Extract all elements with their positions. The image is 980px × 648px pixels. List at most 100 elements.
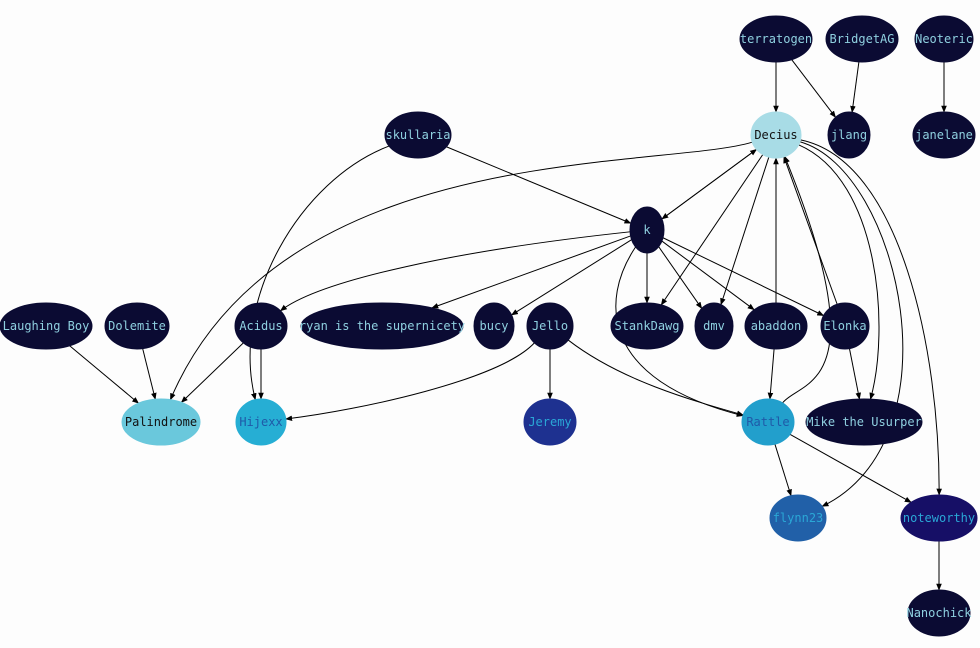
node-shape: [526, 302, 574, 350]
edge-Rattle-to-noteworthy: [789, 433, 912, 503]
node-Neoteric[interactable]: Neoteric: [914, 15, 974, 63]
node-Hijexx[interactable]: Hijexx: [235, 398, 287, 446]
node-label: jlang: [831, 128, 867, 142]
edge-line: [169, 141, 753, 401]
node-shape: [473, 302, 515, 350]
edge-line: [767, 348, 775, 400]
node-label: terratogen: [740, 32, 812, 46]
node-terratogen[interactable]: terratogen: [739, 15, 813, 63]
node-noteworthy[interactable]: noteworthy: [900, 494, 978, 542]
edge-line: [799, 141, 904, 507]
edge-line: [848, 348, 861, 400]
node-label: Elonka: [823, 319, 866, 333]
edge-line: [431, 235, 631, 309]
node-shape: [121, 398, 201, 446]
node-shape: [827, 111, 871, 159]
node-label: StankDawg: [614, 319, 679, 333]
edge-Decius-to-noteworthy: [800, 139, 942, 496]
node-label: abaddon: [751, 319, 802, 333]
edge-line: [180, 342, 244, 403]
node-Rattle[interactable]: Rattle: [741, 398, 795, 446]
node-label: Dolemite: [108, 319, 166, 333]
edge-line: [446, 146, 632, 224]
node-shape: [805, 398, 923, 446]
node-k[interactable]: k: [629, 206, 665, 254]
node-label: bucy: [480, 319, 509, 333]
node-Jello[interactable]: Jello: [526, 302, 574, 350]
edge-line: [789, 433, 912, 503]
edge-Jello-to-Hijexx: [285, 342, 535, 422]
node-label: Neoteric: [915, 32, 973, 46]
edge-Decius-to-MikeUsurper: [798, 144, 880, 400]
node-label: skullaria: [385, 128, 450, 142]
node-Acidus[interactable]: Acidus: [234, 302, 288, 350]
edge-line: [285, 342, 535, 422]
node-LaughingBoy[interactable]: Laughing Boy: [0, 302, 93, 350]
edge-skullaria-to-Hijexx: [249, 145, 390, 401]
edge-line: [510, 239, 632, 316]
node-shape: [0, 302, 93, 350]
edge-k-to-Acidus: [279, 231, 631, 312]
edge-line: [658, 246, 703, 310]
node-Jeremy[interactable]: Jeremy: [523, 398, 577, 446]
node-ryan[interactable]: ryan is the supernicety: [299, 302, 465, 350]
node-label: Hijexx: [239, 415, 282, 429]
node-StankDawg[interactable]: StankDawg: [610, 302, 684, 350]
node-shape: [234, 302, 288, 350]
edge-Jello-to-Rattle: [567, 339, 744, 416]
node-shape: [769, 494, 827, 542]
node-shape: [741, 398, 795, 446]
edge-Rattle-to-Decius: [782, 155, 832, 404]
edge-Dolemite-to-Palindrome: [142, 348, 157, 400]
edge-k-to-Decius: [661, 148, 758, 220]
node-Decius[interactable]: Decius: [750, 111, 802, 159]
node-Elonka[interactable]: Elonka: [820, 302, 870, 350]
edge-line: [720, 156, 770, 306]
edge-line: [279, 231, 631, 312]
edge-k-to-abaddon: [661, 240, 755, 311]
node-shape: [820, 302, 870, 350]
edge-Elonka-to-MikeUsurper: [848, 348, 861, 400]
node-MikeUsurper[interactable]: Mike the Usurper: [805, 398, 923, 446]
edge-line: [662, 237, 825, 317]
edge-Decius-to-flynn23: [799, 141, 904, 507]
node-shape: [750, 111, 802, 159]
node-label: Rattle: [746, 415, 789, 429]
node-BridgetAG[interactable]: BridgetAG: [825, 15, 899, 63]
node-label: Decius: [754, 128, 797, 142]
edge-Elonka-to-Decius: [783, 156, 838, 305]
node-shape: [912, 111, 976, 159]
edge-Decius-to-StankDawg: [660, 154, 764, 306]
edge-line: [661, 240, 755, 311]
node-janelane[interactable]: janelane: [912, 111, 976, 159]
edge-k-to-ryan: [431, 235, 631, 309]
node-flynn23[interactable]: flynn23: [769, 494, 827, 542]
node-jlang[interactable]: jlang: [827, 111, 871, 159]
node-shape: [744, 302, 808, 350]
node-shape: [235, 398, 287, 446]
node-dmv[interactable]: dmv: [694, 302, 734, 350]
node-label: noteworthy: [903, 511, 975, 525]
edge-Decius-to-dmv: [720, 156, 770, 306]
node-abaddon[interactable]: abaddon: [744, 302, 808, 350]
node-label: Acidus: [239, 319, 282, 333]
node-label: Mike the Usurper: [806, 415, 922, 429]
edge-line: [850, 61, 860, 113]
node-bucy[interactable]: bucy: [473, 302, 515, 350]
edge-LaughingBoy-to-Palindrome: [69, 345, 140, 404]
node-Nanochick[interactable]: Nanochick: [906, 589, 972, 637]
node-label: k: [643, 223, 651, 237]
node-shape: [825, 15, 899, 63]
edge-k-to-bucy: [510, 239, 632, 316]
node-label: dmv: [703, 319, 725, 333]
edge-line: [661, 148, 758, 220]
node-Dolemite[interactable]: Dolemite: [104, 302, 170, 350]
node-label: BridgetAG: [829, 32, 894, 46]
edge-Acidus-to-Palindrome: [180, 342, 244, 403]
edge-BridgetAG-to-jlang: [850, 61, 860, 113]
edge-line: [800, 139, 942, 496]
node-skullaria[interactable]: skullaria: [384, 111, 452, 159]
node-Palindrome[interactable]: Palindrome: [121, 398, 201, 446]
node-shape: [900, 494, 978, 542]
node-label: Palindrome: [125, 415, 197, 429]
